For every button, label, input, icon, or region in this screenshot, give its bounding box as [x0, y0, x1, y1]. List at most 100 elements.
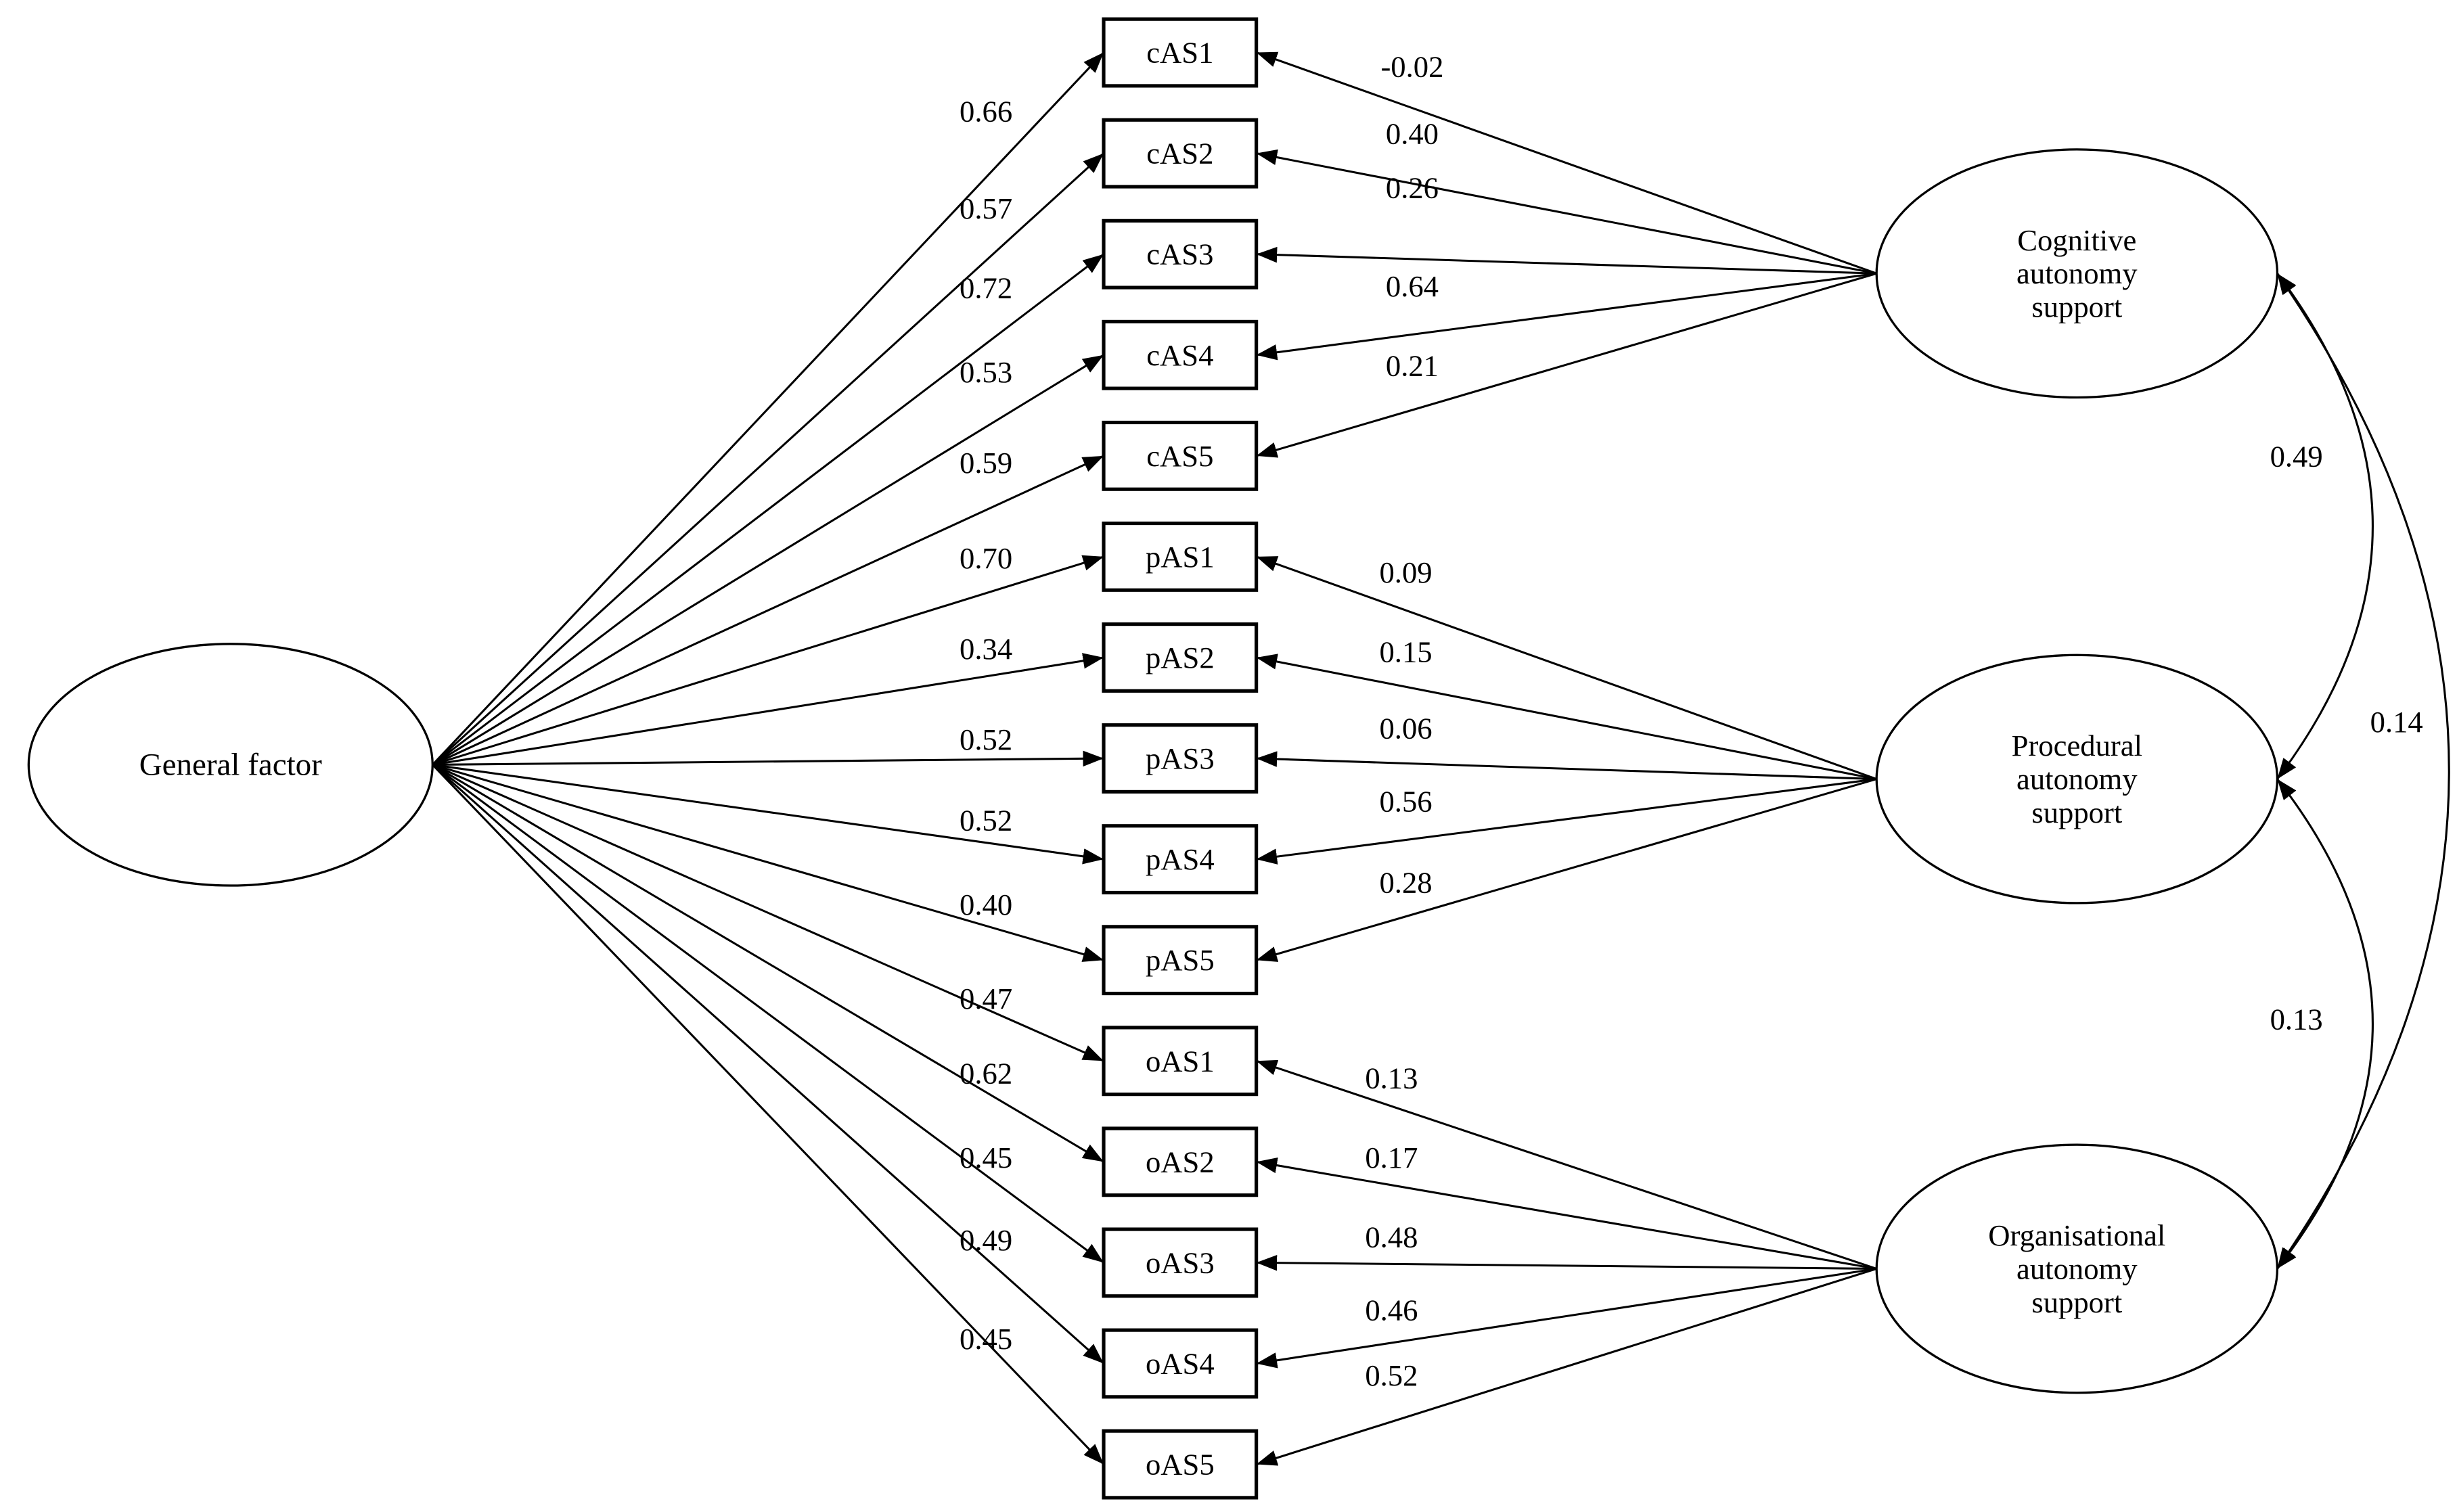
specific-loading-arrow-pAS1 — [1256, 555, 1877, 781]
factor-label-line: support — [2031, 1285, 2123, 1319]
specific-loading-label-cAS4: 0.64 — [1386, 269, 1439, 303]
specific-loading-label-oAS1: 0.13 — [1365, 1061, 1418, 1095]
indicator-box-oAS4 — [1102, 1328, 1259, 1399]
indicator-label-cAS1: cAS1 — [1146, 36, 1213, 70]
factor-label-line: Procedural — [2012, 729, 2142, 762]
indicator-box-pAS5 — [1102, 925, 1259, 996]
indicator-box-cAS2 — [1102, 118, 1259, 189]
specific-loading-label-pAS2: 0.15 — [1379, 635, 1432, 669]
indicator-box-cAS3 — [1102, 219, 1259, 290]
correlation-curve-procedural-organisational — [2276, 778, 2374, 1270]
general-loading-label-pAS1: 0.70 — [960, 541, 1012, 575]
general-loading-label-pAS3: 0.52 — [960, 723, 1012, 756]
general-loading-label-oAS4: 0.49 — [960, 1223, 1012, 1257]
general-factor-label: General factor — [139, 747, 322, 782]
indicator-label-oAS3: oAS3 — [1146, 1245, 1215, 1279]
factor-label-line: autonomy — [2016, 256, 2138, 290]
specific-loading-arrow-cAS1 — [1256, 51, 1877, 275]
specific-loading-arrow-cAS3 — [1256, 246, 1877, 275]
indicator-label-pAS4: pAS4 — [1146, 842, 1215, 876]
specific-loading-arrow-oAS1 — [1256, 1059, 1877, 1270]
general-loading-arrow-pAS2 — [432, 653, 1104, 766]
indicator-box-cAS4 — [1102, 319, 1259, 390]
specific-loading-label-cAS3: 0.26 — [1386, 170, 1439, 204]
general-loading-arrow-oAS3 — [432, 764, 1104, 1264]
general-loading-label-cAS4: 0.53 — [960, 355, 1012, 389]
specific-loading-arrow-oAS3 — [1256, 1254, 1877, 1271]
factor-label-line: Cognitive — [2017, 223, 2136, 257]
indicator-label-oAS2: oAS2 — [1146, 1145, 1215, 1178]
indicator-label-cAS2: cAS2 — [1146, 137, 1213, 170]
specific-loading-label-pAS1: 0.09 — [1379, 555, 1432, 589]
correlation-label-cognitive-organisational: 0.14 — [2370, 705, 2423, 739]
indicator-box-pAS3 — [1102, 723, 1259, 794]
general-loading-arrow-oAS4 — [432, 764, 1105, 1365]
general-loading-label-oAS2: 0.62 — [960, 1056, 1012, 1090]
specific-loading-arrow-cAS5 — [1256, 272, 1877, 458]
specific-loading-arrow-oAS4 — [1256, 1267, 1877, 1369]
specific-loading-label-oAS3: 0.48 — [1365, 1220, 1418, 1254]
indicator-label-oAS1: oAS1 — [1146, 1044, 1215, 1078]
indicator-box-oAS2 — [1102, 1126, 1259, 1197]
indicator-label-pAS5: pAS5 — [1146, 943, 1215, 977]
specific-loading-label-pAS4: 0.56 — [1379, 784, 1432, 818]
specific-loading-label-oAS4: 0.46 — [1365, 1293, 1418, 1327]
indicator-box-pAS1 — [1102, 521, 1259, 592]
general-loading-label-pAS5: 0.40 — [960, 888, 1012, 921]
general-loading-label-cAS3: 0.72 — [960, 271, 1012, 304]
specific-loading-label-cAS5: 0.21 — [1386, 349, 1439, 383]
specific-loading-label-cAS2: 0.40 — [1386, 116, 1439, 150]
general-loading-arrow-cAS3 — [432, 253, 1104, 766]
specific-loading-arrow-oAS2 — [1256, 1157, 1877, 1270]
general-loading-arrow-oAS5 — [432, 764, 1105, 1465]
specific-loading-label-pAS3: 0.06 — [1379, 711, 1432, 745]
specific-loading-label-cAS1: -0.02 — [1380, 50, 1443, 84]
indicator-box-pAS4 — [1102, 824, 1259, 895]
indicator-label-pAS3: pAS3 — [1146, 741, 1215, 775]
general-loading-label-cAS2: 0.57 — [960, 191, 1012, 225]
general-loading-arrow-pAS3 — [432, 750, 1104, 767]
general-loading-arrow-pAS1 — [432, 555, 1104, 766]
general-loading-label-oAS3: 0.45 — [960, 1141, 1012, 1174]
general-loading-label-pAS2: 0.34 — [960, 632, 1012, 666]
general-loading-arrow-pAS5 — [432, 763, 1104, 962]
indicator-box-cAS1 — [1102, 17, 1259, 88]
correlation-curve-cognitive-organisational — [2276, 273, 2450, 1270]
factor-label-line: support — [2031, 796, 2123, 829]
factor-label-line: support — [2031, 290, 2123, 324]
general-loading-label-oAS1: 0.47 — [960, 982, 1012, 1015]
indicator-label-oAS5: oAS5 — [1146, 1448, 1215, 1482]
specific-loading-label-oAS5: 0.52 — [1365, 1358, 1418, 1392]
factor-label-line: autonomy — [2016, 1252, 2138, 1285]
general-loading-arrow-pAS4 — [432, 763, 1104, 865]
general-loading-arrow-cAS5 — [432, 455, 1104, 766]
general-loading-arrow-cAS4 — [432, 354, 1104, 766]
general-loading-arrow-oAS2 — [432, 764, 1104, 1163]
indicator-label-cAS4: cAS4 — [1146, 338, 1213, 372]
indicator-label-cAS3: cAS3 — [1146, 237, 1213, 271]
indicator-label-pAS1: pAS1 — [1146, 540, 1215, 574]
general-loading-label-pAS4: 0.52 — [960, 804, 1012, 838]
specific-loading-arrow-pAS2 — [1256, 654, 1877, 781]
specific-loading-arrow-cAS2 — [1256, 149, 1877, 275]
correlation-label-procedural-organisational: 0.13 — [2270, 1002, 2323, 1036]
indicator-box-oAS3 — [1102, 1227, 1259, 1298]
indicator-label-pAS2: pAS2 — [1146, 641, 1215, 674]
specific-loading-label-oAS2: 0.17 — [1365, 1141, 1418, 1174]
correlation-label-cognitive-procedural: 0.49 — [2270, 439, 2323, 473]
indicator-box-oAS1 — [1102, 1026, 1259, 1097]
general-loading-label-cAS5: 0.59 — [960, 446, 1012, 480]
factor-label-line: Organisational — [1988, 1218, 2165, 1252]
specific-loading-label-pAS5: 0.28 — [1379, 865, 1432, 899]
general-loading-arrow-cAS2 — [432, 152, 1105, 766]
specific-loading-arrow-cAS4 — [1256, 272, 1877, 361]
specific-loading-arrow-pAS4 — [1256, 778, 1877, 865]
specific-loading-arrow-pAS5 — [1256, 778, 1877, 962]
general-loading-label-cAS1: 0.66 — [960, 95, 1012, 129]
general-loading-arrow-oAS1 — [432, 764, 1104, 1062]
indicator-box-cAS5 — [1102, 420, 1259, 491]
specific-loading-arrow-oAS5 — [1256, 1267, 1877, 1466]
